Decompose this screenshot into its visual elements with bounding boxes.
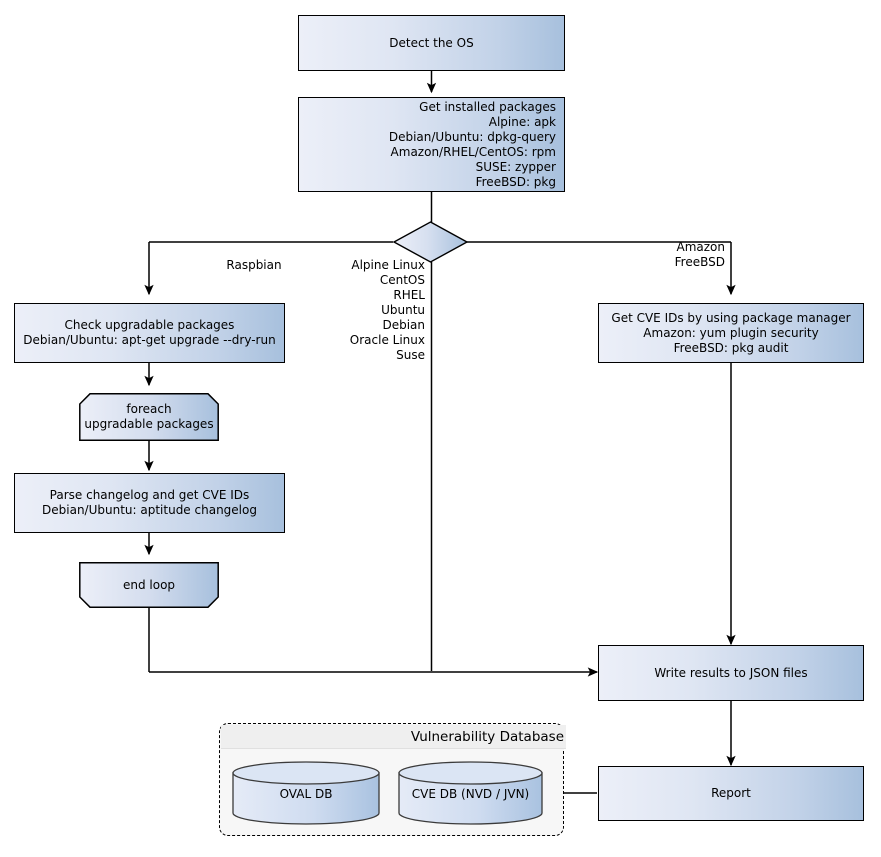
cve-db-cylinder-shape [398, 761, 543, 825]
vulnerability-database-title-bar: Vulnerability Database [221, 725, 566, 749]
node-detect-the-os-label: Detect the OS [389, 35, 474, 50]
database-oval-db[interactable]: OVAL DB [232, 761, 380, 825]
vulnerability-database-title: Vulnerability Database [410, 728, 564, 745]
edge-label-amazon-freebsd: Amazon FreeBSD [674, 240, 725, 269]
edge-label-raspbian: Raspbian [226, 258, 282, 272]
node-report[interactable]: Report [598, 766, 864, 821]
cve-db-label: CVE DB (NVD / JVN) [411, 787, 530, 802]
foreach-shape [79, 393, 219, 441]
database-cve-db[interactable]: CVE DB (NVD / JVN) [398, 761, 543, 825]
oval-db-label: OVAL DB [279, 787, 333, 802]
node-detect-the-os[interactable]: Detect the OS [298, 15, 565, 71]
node-end-loop-label: end loop [122, 577, 176, 592]
oval-db-cylinder-shape [232, 761, 380, 825]
node-write-results-to-json[interactable]: Write results to JSON files [598, 645, 864, 701]
node-write-results-to-json-label: Write results to JSON files [654, 665, 808, 680]
edge-label-middle-os-list: Alpine Linux CentOS RHEL Ubuntu Debian O… [349, 258, 425, 362]
node-report-label: Report [711, 786, 751, 800]
node-end-loop[interactable]: end loop [79, 562, 219, 608]
end-loop-shape [79, 562, 219, 608]
os-decision-diamond [392, 221, 469, 263]
